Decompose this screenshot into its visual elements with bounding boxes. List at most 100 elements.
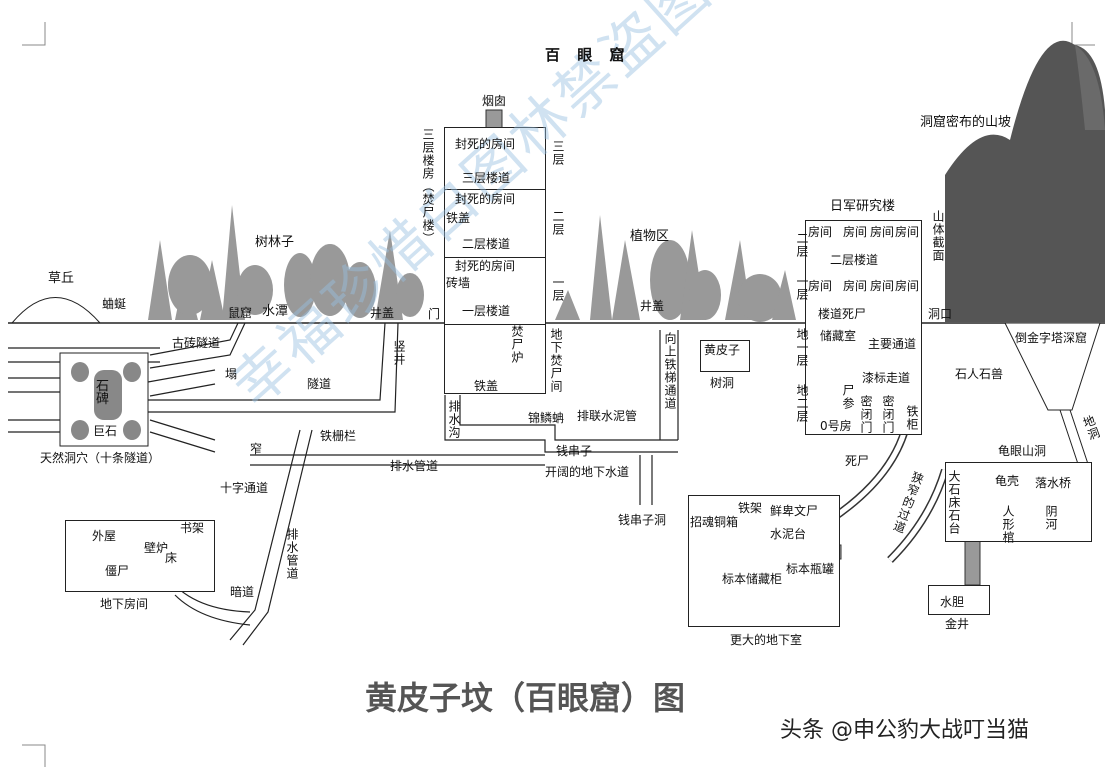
floor2-right-label: 二层 (551, 210, 565, 236)
gold-well-box (928, 585, 990, 615)
floor3-side-label: 三层楼房（焚尸楼） (421, 128, 435, 245)
incinerator-label: 焚尸炉 (510, 325, 524, 364)
iron-shelf-label: 铁架 (738, 501, 763, 515)
lab-room-1: 房间 (808, 225, 833, 239)
grass-hill (11, 297, 101, 324)
underground-cremation-label: 地下焚尸间 (549, 328, 563, 393)
stele-shape (94, 370, 122, 420)
inverted-pagoda (1004, 322, 1101, 411)
lab-corridor1: 楼道死尸 (818, 307, 867, 321)
drain-pipe-road-label: 排水管道 (390, 459, 439, 473)
natural-cave-label: 天然洞穴（十条隧道） (40, 451, 161, 465)
open-waterway-label: 开阔的地下水道 (545, 465, 630, 479)
scale-snake-label: 锦鳞蚺 (528, 411, 565, 425)
turtle-shell-label: 龟壳 (995, 474, 1020, 488)
manhole2-label: 井盖 (640, 299, 665, 313)
grass-hill-label: 草丘 (48, 271, 75, 286)
iron-cover-label: 铁盖 (474, 379, 499, 393)
boulder-label: 巨石 (93, 424, 118, 438)
lab-floor2-label: 二层 (795, 232, 809, 258)
forest-label: 树林子 (255, 235, 295, 250)
gold-well-label: 金井 (945, 617, 970, 631)
room0-label: 0号房 (820, 419, 852, 433)
main-passage-label: 主要通道 (868, 337, 917, 351)
sealed-door-a: 密闭门 (859, 395, 873, 434)
trees-middle (520, 215, 796, 322)
mountain-section-label: 山体截面 (931, 210, 945, 262)
yellow-weasel-box (700, 340, 750, 372)
japanese-lab-label: 日军研究楼 (830, 199, 896, 214)
coin-string-label: 钱串子 (556, 444, 593, 458)
lab-room-4: 房间 (895, 225, 920, 239)
corner-mark-tr (1071, 22, 1095, 46)
yellow-weasel-label: 黄皮子 (704, 343, 741, 357)
tree-cave-label: 树洞 (710, 376, 735, 390)
fresh-specimen-label: 鲜卑文尸 (770, 504, 819, 518)
lab-room-5: 房间 (808, 279, 833, 293)
floor3-corridor: 三层楼道 (462, 171, 511, 185)
turtle-cave-label: 龟眼山洞 (998, 444, 1047, 458)
underground-room-box (65, 520, 215, 592)
chimney-label: 烟囱 (482, 94, 507, 108)
lab-room-7: 房间 (870, 279, 895, 293)
dead-body-label: 死尸 (845, 454, 870, 468)
upward-ladder-label: 向上铁梯通道 (663, 332, 677, 410)
sealed-door-b: 密闭门 (881, 395, 895, 434)
old-brick-tunnel-label: 古砖隧道 (172, 336, 221, 350)
stiff-corpse-label: 僵尸 (105, 564, 130, 578)
pond-label: 水潭 (262, 304, 289, 319)
floor2-corridor: 二层楼道 (462, 237, 511, 251)
lab-room-2: 房间 (843, 225, 868, 239)
cave-mouth-label: 洞口 (928, 307, 953, 321)
lab-room-3: 房间 (870, 225, 895, 239)
lab-room-8: 房间 (895, 279, 920, 293)
manhole1-label: 井盖 (370, 306, 395, 320)
human-coffin-label: 人形棺 (1001, 505, 1015, 544)
mountain-label: 洞窟密布的山坡 (920, 115, 1012, 130)
brick-wall-label: 砖墙 (446, 276, 471, 290)
drain-pipe-v-label: 排水管道 (285, 528, 299, 580)
lab-corridor2: 二层楼道 (830, 253, 879, 267)
inverted-pagoda-label: 倒金字塔深窟 (1015, 331, 1088, 345)
larger-basement-box (688, 495, 840, 627)
floor1-section (444, 257, 546, 325)
stone-beast-label: 石人石兽 (955, 367, 1004, 381)
tunnel-label: 隧道 (307, 377, 332, 391)
mountain-slope (945, 40, 1105, 322)
painted-corridor-label: 漆标走道 (862, 371, 911, 385)
storage-label: 储藏室 (820, 329, 857, 343)
cross-tunnel-label: 十字通道 (220, 481, 269, 495)
lab-floor1-label: 一层 (795, 275, 809, 301)
sealed-room-2: 封死的房间 (455, 192, 516, 206)
corpse-ginseng-label: 尸参 (841, 384, 855, 410)
tunnels (8, 322, 679, 646)
trees-left (148, 205, 424, 320)
lab-room-6: 房间 (843, 279, 868, 293)
shaft-label: 竖井 (392, 340, 406, 366)
cricket-label: 蛐蜒 (102, 297, 127, 311)
collapse-label: 塌 (225, 367, 238, 381)
diagram-title: 百 眼 窟 (545, 46, 631, 64)
rat-nest-label: 鼠窟 (228, 306, 253, 320)
bed-label: 床 (165, 551, 178, 565)
stele-label: 石碑 (96, 379, 110, 407)
disinfect-cabinet-label: 消毒柜 (462, 330, 476, 369)
water-gall-label: 水胆 (940, 595, 965, 609)
drain-ditch-label: 排水沟 (447, 400, 461, 439)
corner-mark-tl (22, 22, 46, 46)
main-title: 黄皮子坟（百眼窟）图 (365, 679, 686, 717)
specimen-jars-label: 标本瓶罐 (786, 562, 835, 576)
turtle-cave-box (945, 462, 1092, 542)
specimen-cabinet-label: 标本储藏柜 (722, 572, 783, 586)
narrow-label: 窄 (250, 442, 263, 456)
plant-area-label: 植物区 (630, 229, 670, 244)
corner-mark-bl (22, 744, 46, 767)
coin-string-hole-label: 钱串子洞 (618, 513, 667, 527)
waterfall-bridge-label: 落水桥 (1035, 476, 1072, 490)
larger-basement-label: 更大的地下室 (730, 633, 803, 647)
iron-cabinet-label: 铁柜 (905, 405, 919, 431)
lab-basement2-label: 地二层 (795, 384, 809, 423)
outer-room-label: 外屋 (92, 529, 117, 543)
floor3-right-label: 三层 (551, 140, 565, 166)
sealed-room-1: 封死的房间 (455, 259, 516, 273)
